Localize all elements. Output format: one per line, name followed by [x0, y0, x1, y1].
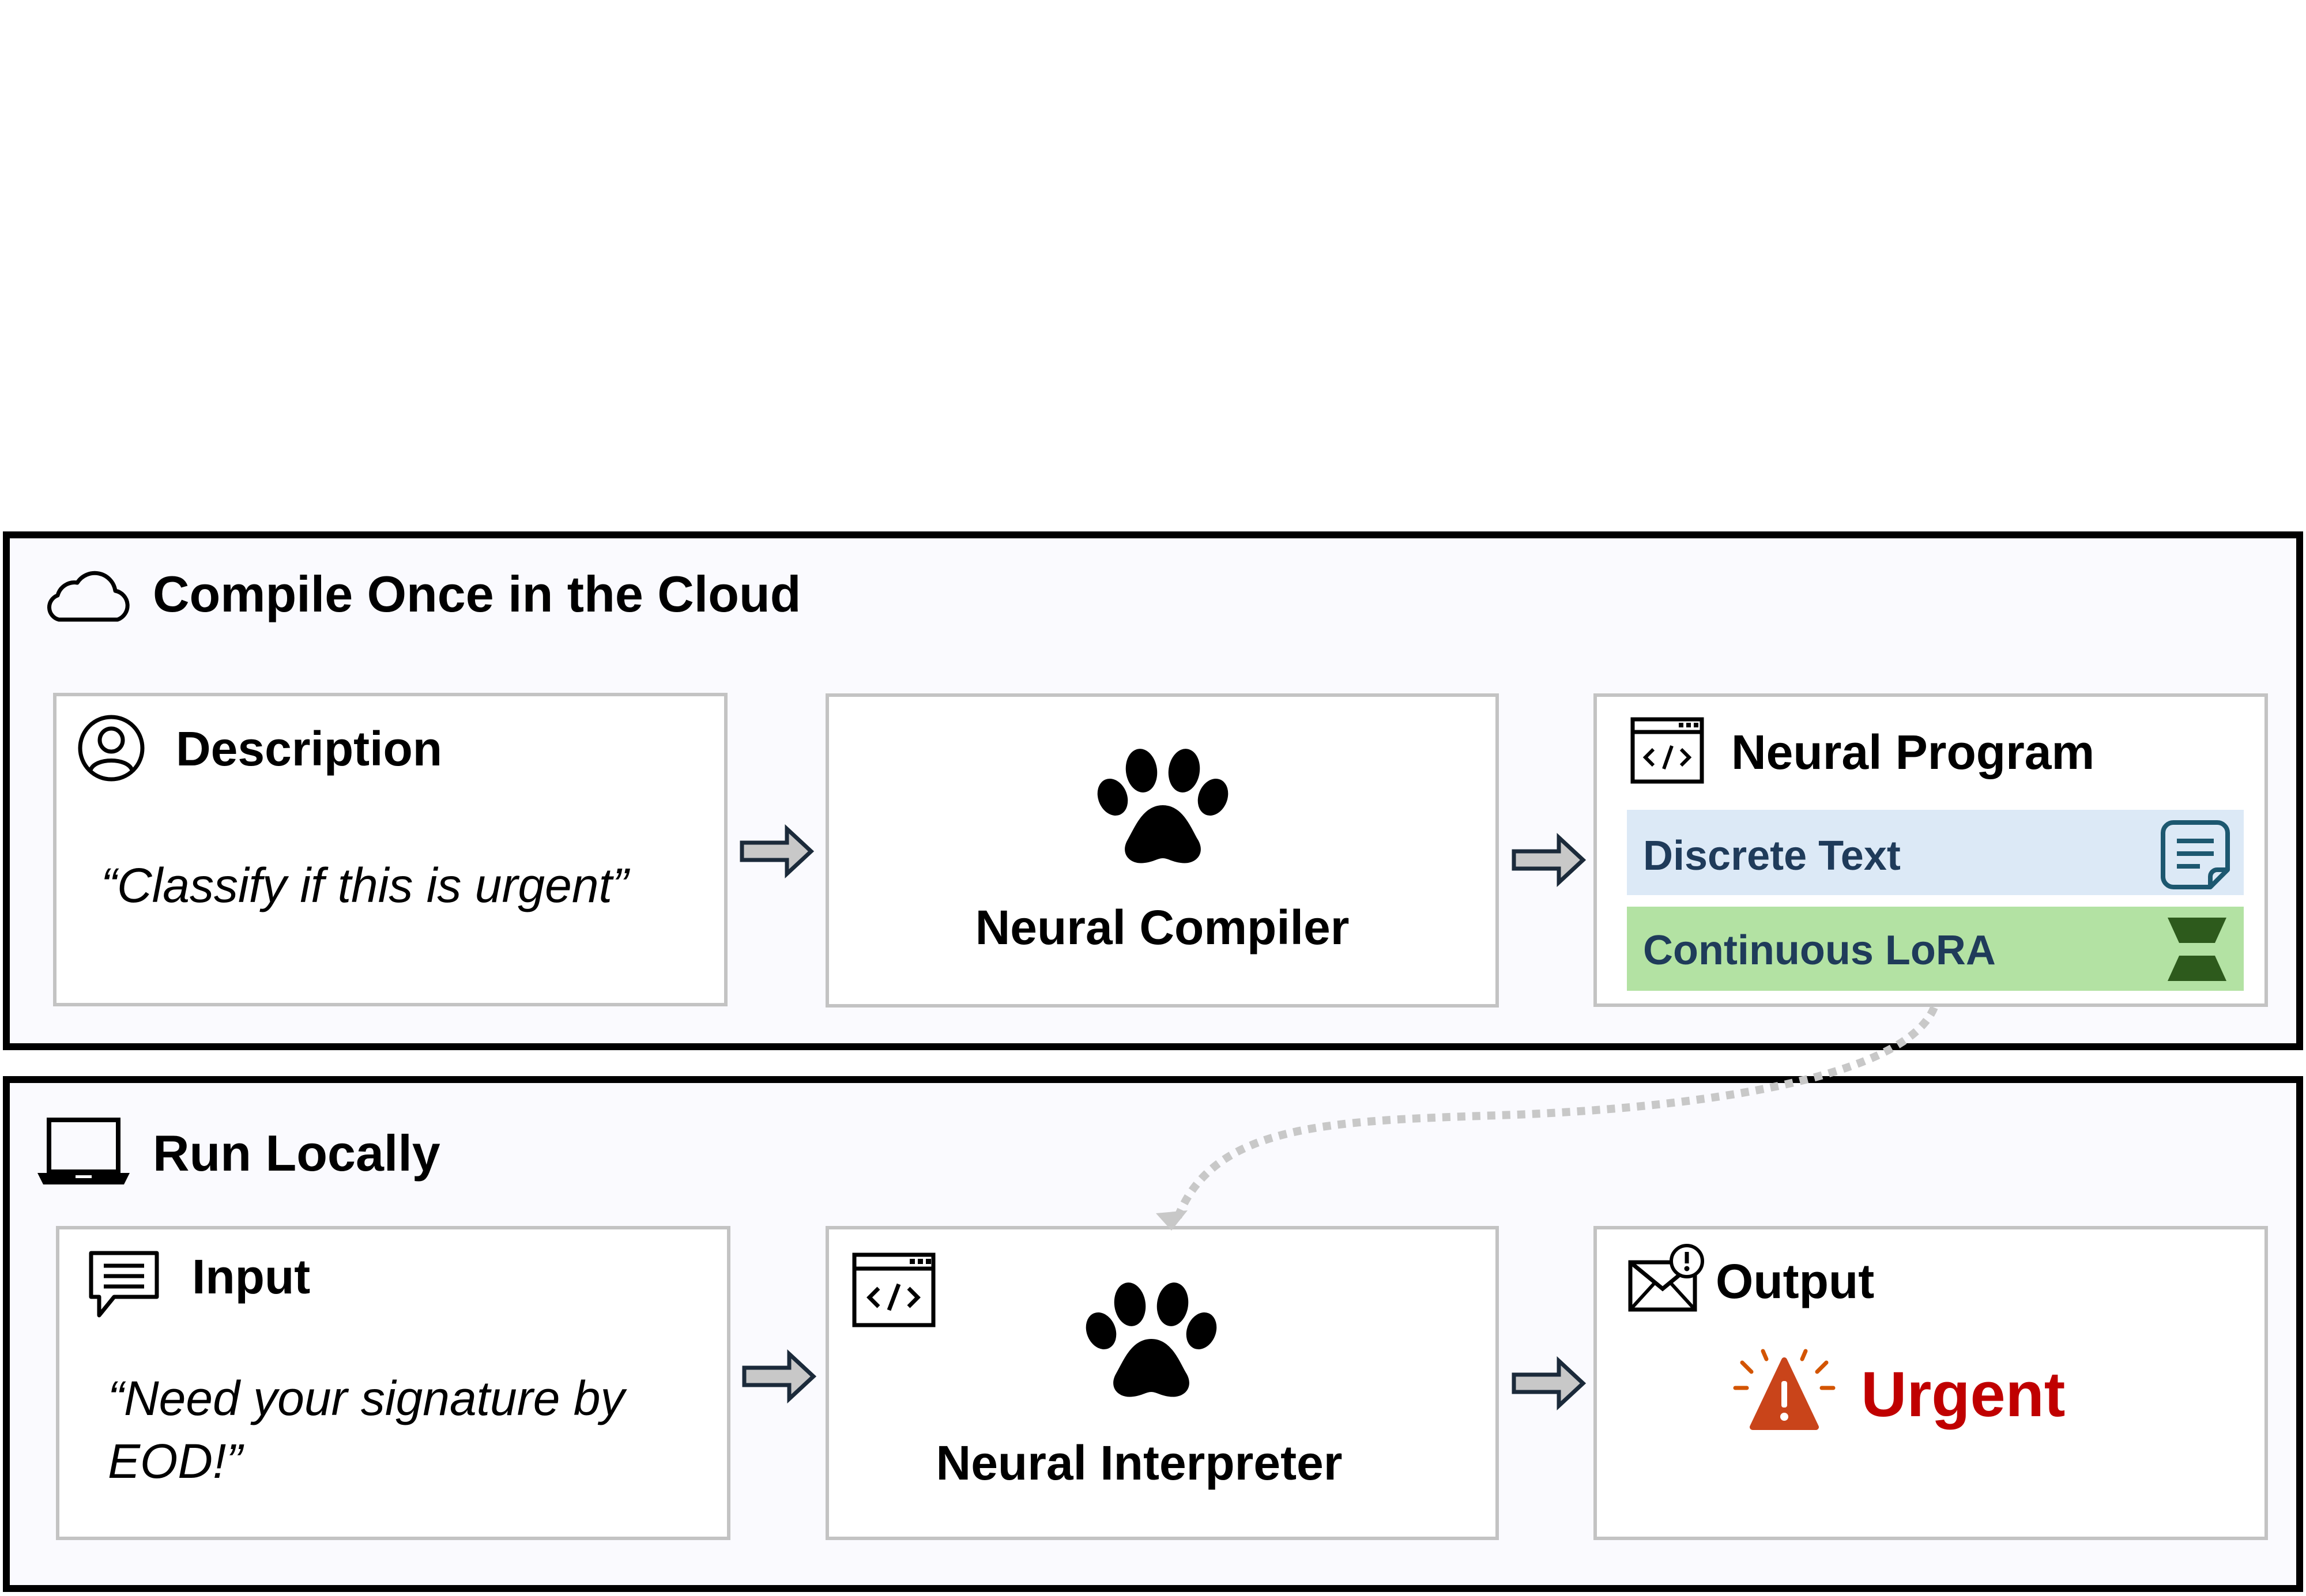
cloud-icon	[47, 571, 130, 622]
hourglass-icon	[2168, 918, 2226, 981]
output-title: Output	[1716, 1254, 1875, 1308]
arrow-description-to-compiler	[740, 824, 815, 879]
paw-icon	[1097, 749, 1229, 863]
description-quote: “Classify if this is urgent”	[101, 858, 628, 912]
output-result: Urgent	[1861, 1359, 2066, 1430]
compiler-label: Neural Compiler	[975, 900, 1350, 954]
cloud-panel-title: Compile Once in the Cloud	[153, 565, 801, 622]
description-box	[53, 693, 728, 1006]
arrow-compiler-to-program	[1512, 832, 1587, 888]
input-title: Input	[192, 1250, 311, 1304]
arrow-input-to-interpreter	[742, 1349, 817, 1404]
paw-icon	[1086, 1282, 1217, 1397]
neural-program-title: Neural Program	[1731, 725, 2095, 779]
output-box	[1593, 1226, 2268, 1540]
continuous-lora-label: Continuous LoRA	[1643, 927, 1996, 974]
laptop-icon	[37, 1118, 130, 1184]
user-circle-icon	[78, 715, 145, 782]
discrete-text-band: Discrete Text	[1627, 810, 2244, 895]
arrow-interpreter-to-output	[1512, 1356, 1587, 1411]
input-box	[56, 1226, 730, 1540]
code-window-icon	[1630, 717, 1704, 784]
description-title: Description	[176, 722, 443, 776]
chat-bubble-icon	[89, 1251, 159, 1318]
discrete-text-label: Discrete Text	[1643, 833, 1901, 879]
warning-icon	[1733, 1349, 1836, 1430]
input-quote: “Need your signature by EOD!”	[108, 1371, 625, 1489]
continuous-lora-band: Continuous LoRA	[1627, 907, 2244, 991]
document-icon	[2161, 820, 2230, 889]
local-panel-title: Run Locally	[153, 1125, 440, 1182]
interpreter-label: Neural Interpreter	[936, 1436, 1343, 1490]
code-window-icon	[852, 1252, 936, 1327]
email-alert-icon	[1628, 1244, 1704, 1312]
